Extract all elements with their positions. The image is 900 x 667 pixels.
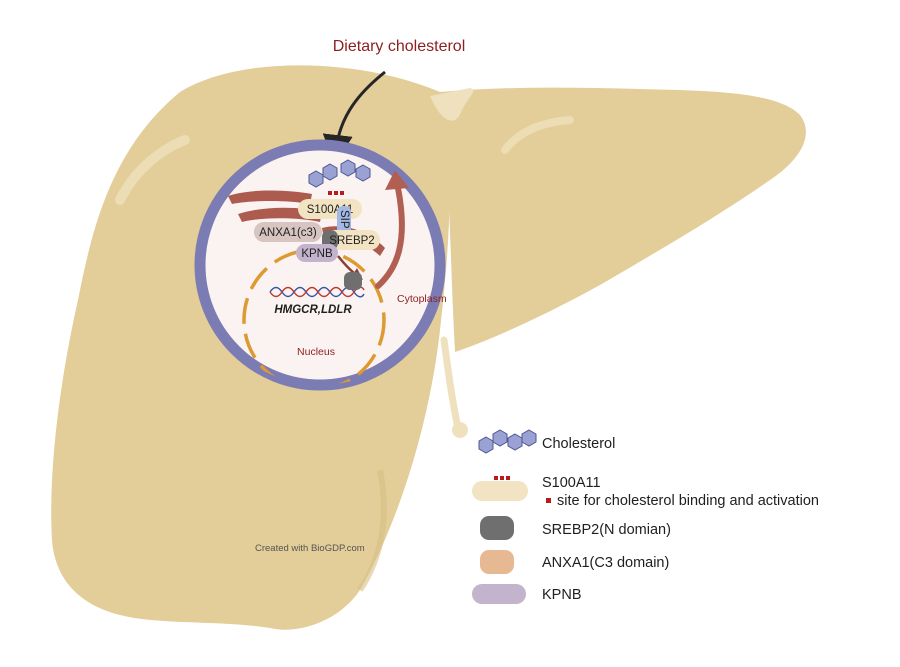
diagram-title: Dietary cholesterol — [333, 38, 466, 55]
legend-binding-site-bullet — [546, 498, 551, 503]
kpnb-label: KPNB — [301, 248, 333, 260]
cell-ring — [194, 139, 446, 391]
srebp2-label: SREBP2 — [329, 235, 374, 247]
round-ligament — [440, 336, 462, 432]
legend-item-kpnb: KPNB — [472, 584, 582, 604]
legend-s100a11-icon — [472, 481, 528, 501]
liver-illustration — [51, 65, 806, 630]
feedback-arrow — [375, 185, 405, 289]
legend-s100a11-label: S100A11 — [542, 475, 601, 491]
liver-right-lobe — [440, 87, 806, 352]
legend-kpnb-label: KPNB — [542, 587, 582, 603]
liver-shadow — [357, 469, 387, 592]
legend-kpnb-icon — [472, 584, 526, 604]
liver-highlight-left — [115, 135, 190, 205]
legend-s100a11-note: site for cholesterol binding and activat… — [557, 493, 819, 509]
kpnb-protein — [296, 244, 338, 262]
legend: Cholesterol S100A11 site for cholesterol… — [472, 429, 819, 604]
legend-item-srebp2: SREBP2(N domian) — [480, 516, 671, 540]
liver-highlight-right — [501, 116, 574, 154]
feedback-arrowhead — [385, 170, 409, 190]
legend-cholesterol-label: Cholesterol — [542, 436, 615, 452]
legend-item-cholesterol: Cholesterol — [478, 429, 615, 454]
srebp2-nuclear — [344, 272, 362, 290]
ligament-end — [452, 422, 468, 438]
legend-anxa1-icon — [480, 550, 514, 574]
cell-zoom: S100A11 SIP ANXA1(c3) SREBP2 KPNB HMGCR,… — [194, 139, 447, 391]
credit-text: Created with BioGDP.com — [255, 543, 365, 554]
cytoplasm-label: Cytoplasm — [397, 293, 447, 305]
cell-circle — [200, 145, 440, 385]
legend-item-anxa1: ANXA1(C3 domain) — [480, 550, 669, 574]
cholesterol-input-arrow — [322, 70, 386, 165]
falciform-ligament — [430, 88, 474, 121]
legend-binding-site-icon — [494, 476, 510, 480]
legend-srebp2-icon — [480, 516, 514, 540]
legend-anxa1-label: ANXA1(C3 domain) — [542, 555, 669, 571]
legend-srebp2-label: SREBP2(N domian) — [542, 522, 671, 538]
sip-label: SIP — [338, 210, 350, 229]
legend-item-s100a11: S100A11 site for cholesterol binding and… — [472, 475, 819, 509]
anxa1-label: ANXA1(c3) — [259, 227, 317, 239]
anxa1-overlay — [254, 222, 322, 242]
nucleus-label: Nucleus — [297, 346, 335, 358]
gene-label: HMGCR,LDLR — [274, 304, 352, 316]
binding-site-cell — [328, 191, 344, 195]
legend-cholesterol-icon — [478, 429, 537, 454]
